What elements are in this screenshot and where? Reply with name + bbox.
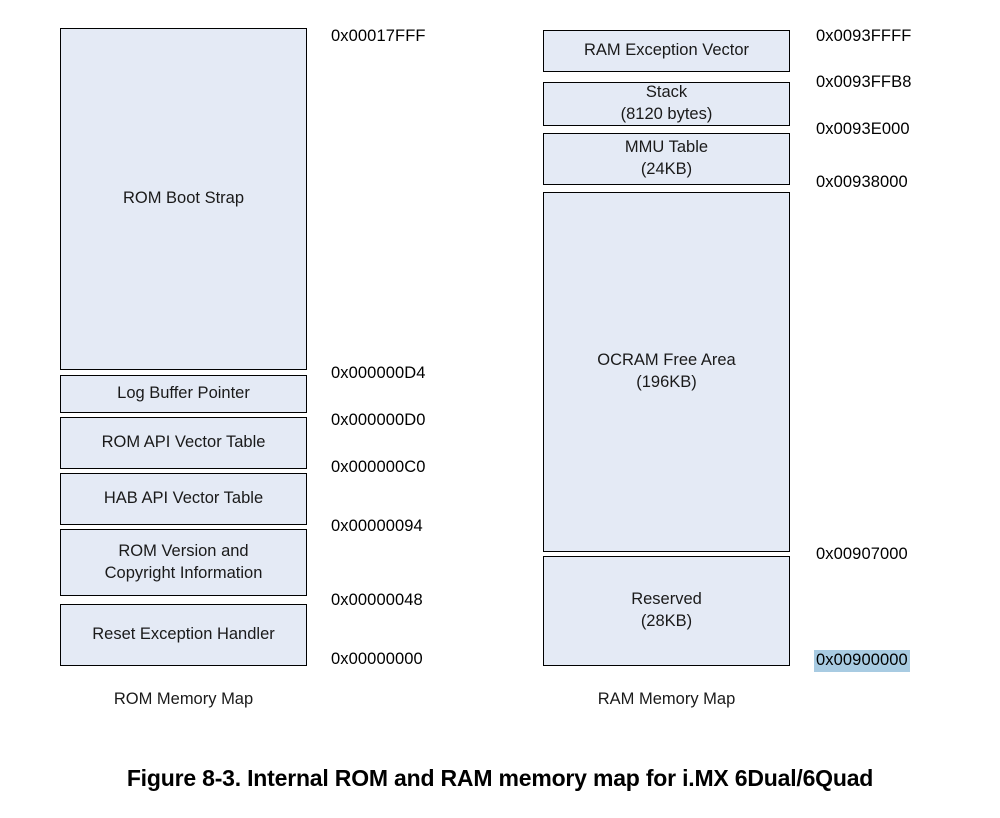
rom-address-label-0x000000D0: 0x000000D0: [331, 411, 426, 429]
rom-address-label-0x00017FFF: 0x00017FFF: [331, 27, 426, 45]
ram-memory-map-caption: RAM Memory Map: [597, 690, 736, 708]
ram-block-label: RAM Exception Vector: [583, 41, 750, 60]
rom-block-label: ROM API Vector Table: [101, 433, 266, 452]
ram-block-sublabel: (24KB): [640, 160, 693, 178]
rom-block-label: Log Buffer Pointer: [117, 384, 250, 403]
rom-block-hab-api-vector-table: HAB API Vector Table: [60, 473, 307, 525]
ram-block-label: Stack: [645, 83, 688, 102]
ram-block-label: Reserved: [631, 590, 702, 609]
ram-address-label-0x00900000-selected[interactable]: 0x00900000: [814, 650, 910, 672]
rom-address-label-0x00000000: 0x00000000: [331, 650, 423, 668]
ram-block-label: MMU Table: [624, 138, 709, 157]
rom-address-label-0x000000D4: 0x000000D4: [331, 364, 426, 382]
rom-block-reset-exception-handler: Reset Exception Handler: [60, 604, 307, 666]
ram-address-label-0x0093FFFF: 0x0093FFFF: [816, 27, 912, 45]
rom-block-log-buffer-pointer: Log Buffer Pointer: [60, 375, 307, 413]
rom-block-label: Reset Exception Handler: [92, 625, 275, 644]
ram-block-label: OCRAM Free Area: [597, 351, 736, 370]
ram-block-sublabel: (8120 bytes): [620, 105, 713, 123]
ram-block-mmu-table: MMU Table (24KB): [543, 133, 790, 185]
rom-address-label-0x00000094: 0x00000094: [331, 517, 423, 535]
rom-block-label: ROM Boot Strap: [122, 189, 245, 208]
ram-block-sublabel: (28KB): [640, 612, 693, 630]
ram-block-sublabel: (196KB): [636, 373, 697, 391]
ram-address-label-0x00938000: 0x00938000: [816, 173, 908, 191]
rom-block-sublabel: Copyright Information: [104, 563, 263, 582]
ram-address-label-0x00907000: 0x00907000: [816, 545, 908, 563]
ram-block-ram-exception-vector: RAM Exception Vector: [543, 30, 790, 72]
ram-address-label-0x0093FFB8: 0x0093FFB8: [816, 73, 912, 91]
rom-block-label: ROM Version and: [118, 541, 249, 560]
rom-address-label-0x000000C0: 0x000000C0: [331, 458, 426, 476]
rom-block-label: HAB API Vector Table: [103, 489, 264, 508]
rom-block-rom-version-and-copyright-information: ROM Version and Copyright Information: [60, 529, 307, 596]
rom-address-label-0x00000048: 0x00000048: [331, 591, 423, 609]
ram-block-ocram-free-area: OCRAM Free Area (196KB): [543, 192, 790, 552]
ram-block-reserved: Reserved (28KB): [543, 556, 790, 666]
ram-address-label-0x0093E000: 0x0093E000: [816, 120, 910, 138]
figure-caption: Figure 8-3. Internal ROM and RAM memory …: [126, 765, 874, 791]
rom-block-rom-boot-strap: ROM Boot Strap: [60, 28, 307, 370]
rom-memory-map-caption: ROM Memory Map: [113, 690, 254, 708]
ram-block-stack: Stack (8120 bytes): [543, 82, 790, 126]
rom-block-rom-api-vector-table: ROM API Vector Table: [60, 417, 307, 469]
